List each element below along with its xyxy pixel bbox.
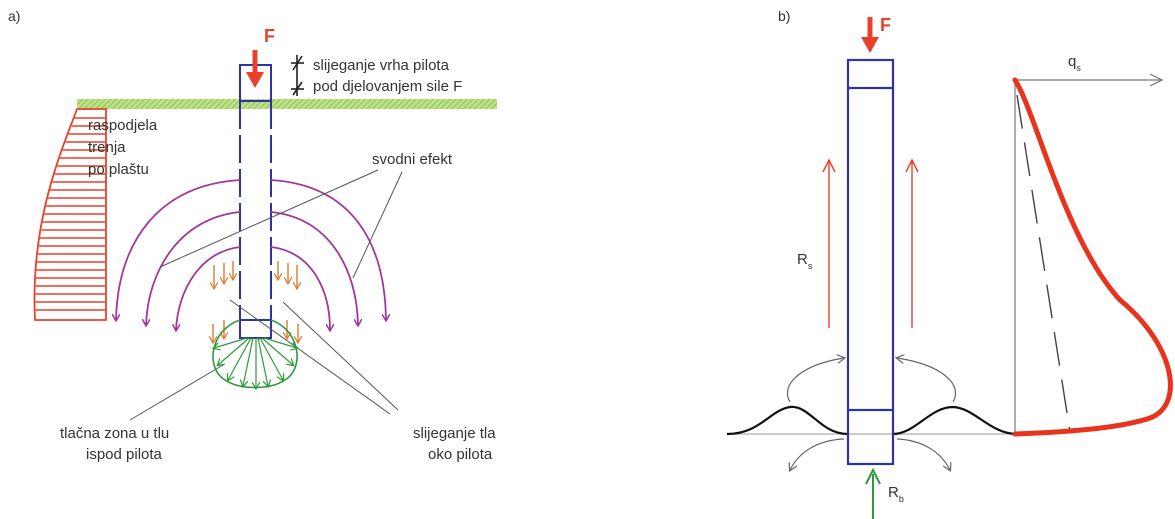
soil-settlement-arrows bbox=[213, 261, 298, 342]
base-resistance-label: Rb bbox=[888, 484, 904, 504]
friction-distribution bbox=[33, 108, 107, 321]
compression-label-line2: ispod pilota bbox=[86, 446, 163, 463]
shaft-friction-diagram bbox=[1012, 73, 1173, 437]
soil-flow-arrows bbox=[786, 358, 957, 470]
base-resistance-subscript: b bbox=[899, 494, 904, 504]
ground-surface bbox=[77, 99, 497, 109]
soil-settlement-label-line2: oko pilota bbox=[428, 446, 493, 463]
force-arrow-a bbox=[246, 50, 264, 88]
panel-a-tag: a) bbox=[8, 8, 20, 24]
shaft-resistance-symbol: R bbox=[797, 251, 808, 268]
soil-settlement-label-line1: slijeganje tla bbox=[413, 425, 496, 442]
shaft-friction-subscript: s bbox=[1076, 63, 1081, 73]
base-resistance-symbol: R bbox=[888, 484, 899, 501]
shaft-friction-symbol: q bbox=[1068, 53, 1076, 70]
arching-arcs bbox=[116, 179, 386, 330]
arching-label: svodni efekt bbox=[372, 151, 453, 168]
shaft-friction-axis-label: qs bbox=[1068, 53, 1081, 73]
friction-label-line1: raspodjela bbox=[88, 117, 158, 134]
friction-label-line2: trenja bbox=[88, 139, 126, 156]
base-resistance-arrow bbox=[865, 467, 881, 519]
force-label-a: F bbox=[264, 26, 275, 46]
shaft-resistance-arrows bbox=[822, 158, 919, 328]
friction-label-line3: po plaštu bbox=[88, 161, 149, 178]
panel-b-tag: b) bbox=[778, 8, 790, 24]
pile-b bbox=[846, 58, 895, 466]
compression-zone bbox=[213, 319, 297, 388]
settlement-symbol bbox=[291, 55, 304, 96]
soil-heave-right bbox=[892, 405, 1018, 436]
force-label-b: F bbox=[880, 15, 891, 35]
leader-lines bbox=[129, 169, 403, 421]
shaft-resistance-label: Rs bbox=[797, 251, 813, 271]
settlement-note-line1: slijeganje vrha pilota bbox=[313, 57, 450, 74]
shaft-resistance-subscript: s bbox=[808, 261, 813, 271]
soil-heave-left bbox=[726, 405, 849, 436]
compression-label-line1: tlačna zona u tlu bbox=[60, 425, 169, 442]
force-arrow-b bbox=[861, 17, 879, 53]
settlement-note-line2: pod djelovanjem sile F bbox=[313, 78, 462, 95]
